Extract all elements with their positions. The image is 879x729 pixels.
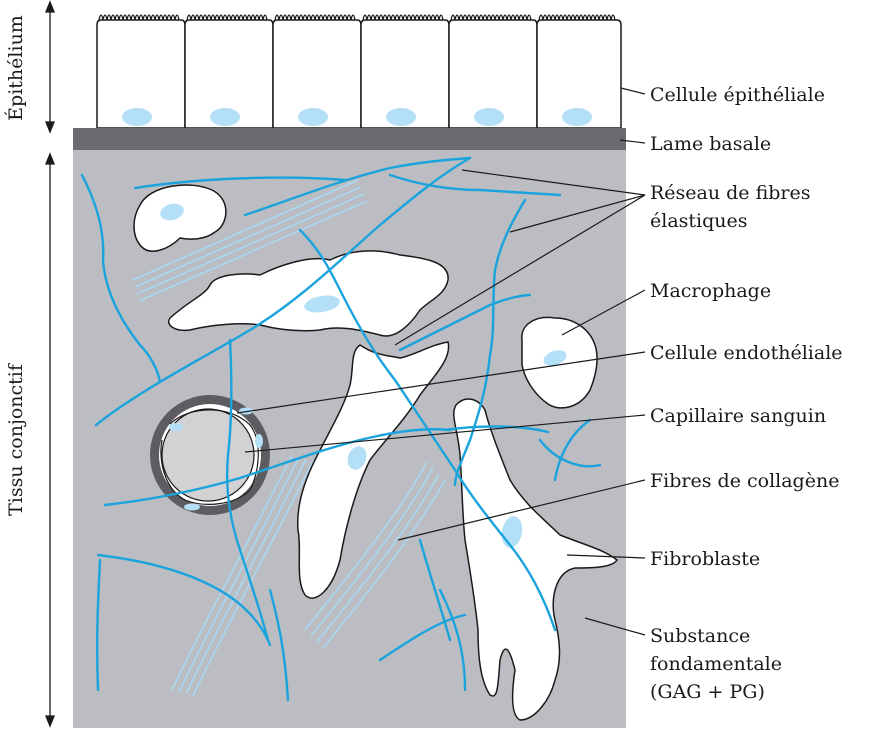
label-collagen: Fibres de collagène xyxy=(650,470,839,492)
epithelial-cell xyxy=(537,20,621,128)
epithelial-cell xyxy=(449,20,537,128)
epithelium xyxy=(97,15,621,128)
epithelial-cell xyxy=(361,20,449,128)
label-elastic-fibers-line1: Réseau de fibres xyxy=(650,182,811,204)
label-basal-lamina: Lame basale xyxy=(650,133,771,155)
epithelial-cell xyxy=(185,20,273,128)
label-endothelial-cell: Cellule endothéliale xyxy=(650,342,843,364)
label-epithelial-cell: Cellule épithéliale xyxy=(650,84,825,106)
capillary xyxy=(150,395,270,515)
label-elastic-fibers-line2: élastiques xyxy=(650,210,748,232)
epithelial-cell xyxy=(273,20,361,128)
epithelium-label: Épithélium xyxy=(4,15,27,121)
label-capillary: Capillaire sanguin xyxy=(650,405,826,427)
epithelium-arrow-icon xyxy=(46,2,54,132)
epithelial-cell xyxy=(97,20,185,128)
connective-arrow-icon xyxy=(46,154,54,726)
label-ground-substance-line3: (GAG + PG) xyxy=(650,681,765,703)
label-ground-substance-line2: fondamentale xyxy=(650,653,782,675)
basal-lamina xyxy=(73,128,626,150)
connective-tissue-label: Tissu conjonctif xyxy=(5,362,27,516)
label-fibroblast: Fibroblaste xyxy=(650,548,760,570)
label-ground-substance-line1: Substance xyxy=(650,625,750,647)
label-macrophage: Macrophage xyxy=(650,280,771,302)
leader-epithelial-cell xyxy=(621,88,645,94)
